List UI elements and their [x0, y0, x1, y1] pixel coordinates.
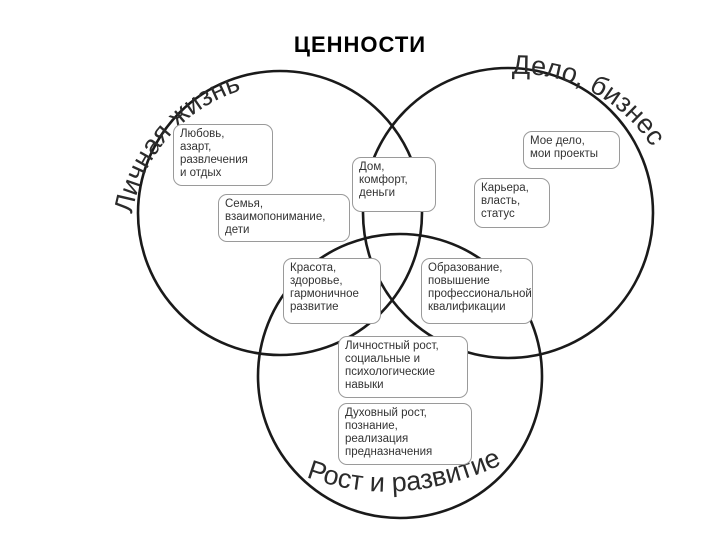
box-home-money-text: Дом, комфорт, деньги	[359, 161, 408, 199]
box-my-business-text: Мое дело, мои проекты	[530, 135, 599, 160]
box-spiritual-growth: Духовный рост, познание, реализация пред…	[338, 403, 472, 465]
box-personal-growth-text: Личностный рост, социальные и психологич…	[345, 340, 439, 391]
box-family-text: Семья, взаимопонимание, дети	[225, 198, 326, 236]
box-my-business: Мое дело, мои проекты	[523, 131, 620, 169]
box-education: Образование, повышение профессиональной …	[421, 258, 533, 324]
box-beauty-health-text: Красота, здоровье, гармоничное развитие	[290, 262, 359, 313]
box-family: Семья, взаимопонимание, дети	[218, 194, 350, 242]
box-career-text: Карьера, власть, статус	[481, 182, 529, 220]
box-love-leisure: Любовь, азарт, развлечения и отдых	[173, 124, 273, 186]
box-love-leisure-text: Любовь, азарт, развлечения и отдых	[180, 128, 248, 179]
box-spiritual-growth-text: Духовный рост, познание, реализация пред…	[345, 407, 433, 458]
box-personal-growth: Личностный рост, социальные и психологич…	[338, 336, 468, 398]
box-education-text: Образование, повышение профессиональной …	[428, 262, 532, 313]
box-home-money: Дом, комфорт, деньги	[352, 157, 436, 212]
box-beauty-health: Красота, здоровье, гармоничное развитие	[283, 258, 381, 324]
circle-growth	[256, 232, 544, 520]
circle-personal-life	[136, 69, 424, 357]
box-career: Карьера, власть, статус	[474, 178, 550, 228]
diagram-title: ЦЕННОСТИ	[293, 32, 427, 57]
circle-business	[361, 66, 655, 360]
